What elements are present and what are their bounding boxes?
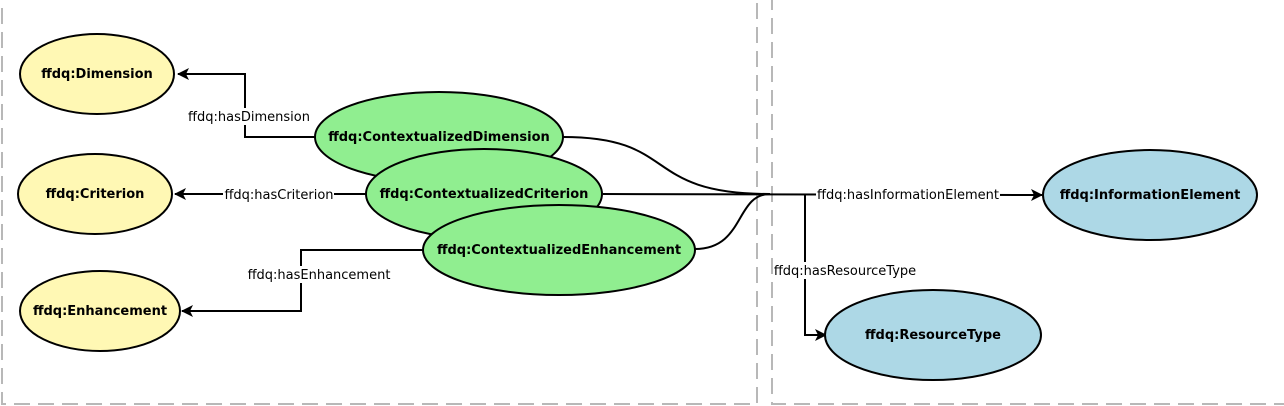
node-contextualized-enhancement-label: ffdq:ContextualizedEnhancement	[437, 243, 681, 258]
label-has-criterion: ffdq:hasCriterion	[223, 186, 334, 203]
label-has-resource-type-text: ffdq:hasResourceType	[774, 264, 916, 279]
node-dimension-label: ffdq:Dimension	[41, 67, 153, 82]
label-has-resource-type: ffdq:hasResourceType	[773, 262, 917, 279]
node-resource-type[interactable]: ffdq:ResourceType	[824, 289, 1042, 381]
node-dimension[interactable]: ffdq:Dimension	[19, 33, 175, 115]
node-information-element-label: ffdq:InformationElement	[1060, 188, 1241, 203]
edge-enhancement-to-information-element	[694, 193, 771, 250]
label-has-dimension: ffdq:hasDimension	[186, 108, 312, 125]
node-criterion-label: ffdq:Criterion	[46, 187, 145, 202]
label-has-information-element-text: ffdq:hasInformationElement	[817, 188, 999, 203]
label-has-information-element: ffdq:hasInformationElement	[816, 186, 1000, 203]
label-has-dimension-text: ffdq:hasDimension	[188, 110, 310, 125]
node-information-element[interactable]: ffdq:InformationElement	[1042, 149, 1258, 241]
node-contextualized-dimension-label: ffdq:ContextualizedDimension	[328, 130, 550, 145]
node-enhancement-label: ffdq:Enhancement	[33, 304, 167, 319]
node-contextualized-criterion-label: ffdq:ContextualizedCriterion	[380, 187, 589, 202]
node-criterion[interactable]: ffdq:Criterion	[17, 153, 173, 235]
label-has-criterion-text: ffdq:hasCriterion	[224, 188, 333, 203]
edge-has-resource-type	[804, 194, 827, 341]
label-has-enhancement: ffdq:hasEnhancement	[247, 266, 392, 283]
node-enhancement[interactable]: ffdq:Enhancement	[19, 270, 181, 352]
edge-dimension-to-information-element	[562, 136, 771, 195]
node-resource-type-label: ffdq:ResourceType	[865, 328, 1001, 343]
right-group-frame	[771, 0, 1284, 405]
label-has-enhancement-text: ffdq:hasEnhancement	[248, 268, 391, 283]
node-contextualized-enhancement[interactable]: ffdq:ContextualizedEnhancement	[422, 204, 696, 296]
edge-has-dimension	[177, 68, 316, 138]
